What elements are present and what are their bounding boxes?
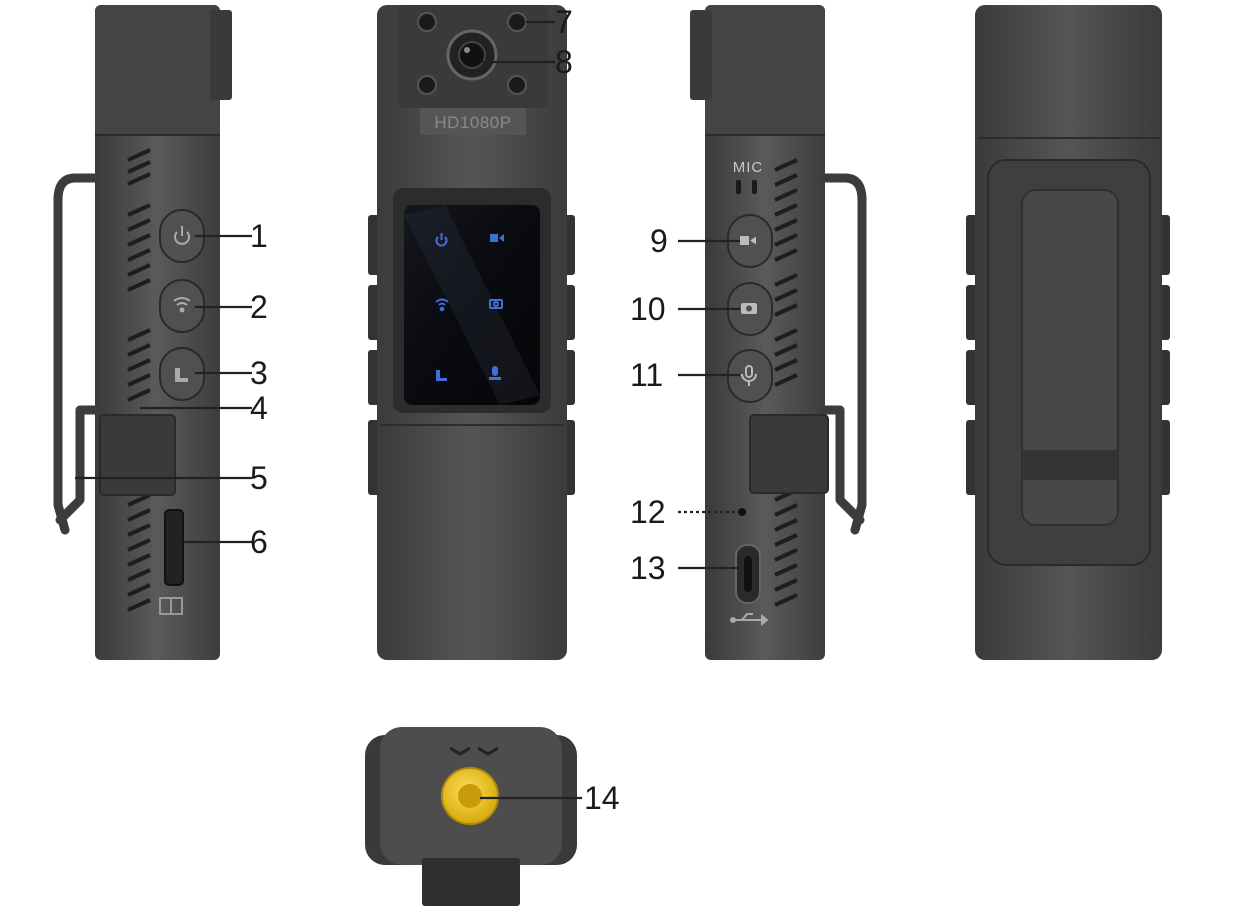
wifi-icon: [173, 297, 191, 313]
ir-led: [417, 12, 527, 95]
callout-12: 12: [630, 494, 738, 530]
svg-text:4: 4: [250, 390, 268, 426]
top-cap: [705, 5, 825, 135]
svg-text:13: 13: [630, 550, 666, 586]
svg-text:12: 12: [630, 494, 666, 530]
svg-text:14: 14: [584, 780, 620, 816]
bottom-vents: [449, 746, 499, 756]
svg-text:6: 6: [250, 524, 268, 560]
mic-label: MIC: [733, 159, 764, 176]
screen-reflection: [404, 205, 540, 405]
callout-14: 14: [480, 780, 620, 816]
callout-4: 4: [140, 390, 268, 426]
clip: [53, 173, 100, 535]
usb-icon: [730, 613, 769, 627]
sd-card-icon: [159, 597, 183, 615]
hd-label-plate: [420, 108, 526, 135]
front-view: HD1080P: [368, 5, 575, 660]
left-side-view: [53, 5, 232, 660]
svg-text:5: 5: [250, 460, 268, 496]
callout-5: 5: [75, 460, 268, 496]
audio-button[interactable]: [727, 349, 773, 403]
mic-hole: [736, 180, 757, 194]
callout-13: 13: [630, 550, 740, 586]
svg-text:7: 7: [555, 4, 573, 40]
svg-text:11: 11: [630, 357, 663, 393]
callout-6: 6: [183, 524, 268, 560]
bottom-view: [365, 727, 577, 906]
phone-icon: [175, 368, 188, 382]
svg-text:3: 3: [250, 355, 268, 391]
tripod-mount: [441, 767, 499, 825]
touch-power-icon[interactable]: [435, 233, 448, 247]
right-side-view: MIC: [690, 5, 867, 660]
touch-microphone-icon[interactable]: [489, 366, 501, 380]
power-icon: [174, 226, 190, 245]
device-body: [705, 5, 825, 660]
camera-edge: [210, 10, 232, 100]
callout-8: 8: [482, 44, 573, 80]
svg-text:8: 8: [555, 44, 573, 80]
callout-10: 10: [630, 291, 740, 327]
callout-11: 11: [630, 357, 740, 393]
callout-2: 2: [195, 289, 268, 325]
clip: [820, 173, 867, 535]
svg-text:1: 1: [250, 218, 268, 254]
microphone-icon: [741, 365, 757, 386]
callouts: 1 2 3 4 5 6 7 8 9: [75, 4, 740, 816]
back-view: [966, 5, 1170, 660]
bottom-clip-tab: [422, 858, 520, 906]
device-body: [95, 5, 220, 660]
clip-block: [99, 414, 176, 496]
mode-button[interactable]: [159, 347, 205, 401]
wifi-button[interactable]: [159, 279, 205, 333]
hd-label: HD1080P: [434, 113, 511, 132]
touch-video-record-icon[interactable]: [490, 234, 504, 242]
camera-icon: [741, 303, 757, 314]
camera-lens: [446, 29, 498, 81]
svg-text:10: 10: [630, 291, 666, 327]
callout-9: 9: [650, 223, 740, 259]
touch-camera-icon[interactable]: [489, 299, 503, 309]
speaker-grille: [127, 148, 151, 612]
touch-phone-icon[interactable]: [436, 370, 447, 381]
touch-screen: [404, 205, 540, 405]
back-clip-inner: [1021, 189, 1119, 526]
callout-3: 3: [195, 355, 268, 391]
top-cap: [95, 5, 220, 135]
svg-text:2: 2: [250, 289, 268, 325]
touch-wifi-icon[interactable]: [435, 298, 449, 312]
video-record-icon: [740, 236, 756, 245]
camera-edge: [690, 10, 712, 100]
callout-1: 1: [195, 218, 268, 254]
usb-c-port[interactable]: [735, 544, 761, 604]
callout-7: 7: [526, 4, 573, 40]
sd-card-slot[interactable]: [164, 509, 184, 586]
clip-block: [749, 414, 829, 494]
back-clip-band: [1022, 450, 1118, 480]
svg-text:9: 9: [650, 223, 668, 259]
reset-hole[interactable]: [738, 508, 746, 516]
